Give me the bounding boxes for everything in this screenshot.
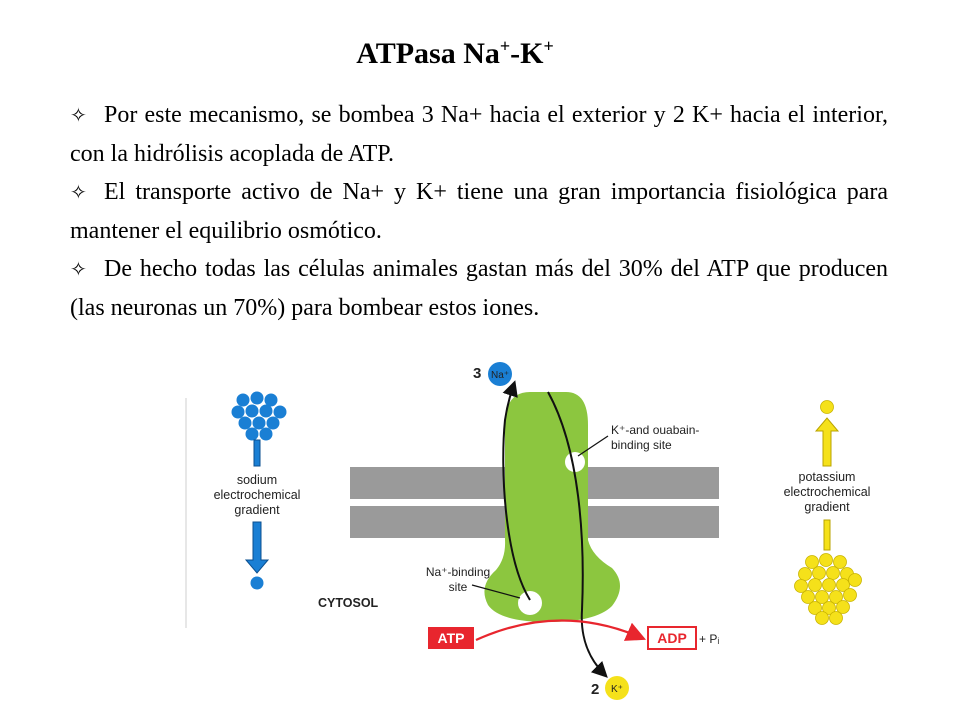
sodium-arrow-shaft-top [253,439,261,467]
na-k-pump-protein [484,392,620,622]
cytosol-label: CYTOSOL [318,596,379,610]
k-transport-arrow [547,391,608,678]
k-binding-pocket [565,452,585,472]
adp-label: ADP [657,630,687,646]
k-site-leader [577,435,609,457]
potassium-arrow-up-icon [814,417,840,467]
potassium-cluster-icon [794,553,862,625]
k-site-label-1: K⁺-and ouabain- [611,423,699,437]
na-binding-pocket [518,591,542,615]
adp-badge [647,626,697,650]
na-ion-icon [488,362,512,386]
potassium-gradient-panel: potassium electrochemical gradient [784,400,871,625]
potassium-label-1: potassium [799,470,856,484]
na-count: 3 [473,365,481,382]
na-site-label-1: Na⁺-binding [426,565,490,579]
na-site-leader [471,584,521,599]
k-site-label-2: binding site [611,438,672,452]
sodium-ion-dot [250,576,264,590]
sodium-gradient-panel: sodium electrochemical gradient [214,391,301,590]
star-bullet-icon: ✧ [70,103,87,127]
potassium-ion-dot [820,400,834,414]
atp-label: ATP [438,630,465,646]
sodium-label-2: electrochemical [214,488,301,502]
k-count: 2 [591,681,599,698]
star-bullet-icon: ✧ [70,180,87,204]
na-site-label-2: site [449,580,468,594]
potassium-label-2: electrochemical [784,485,871,499]
star-bullet-icon: ✧ [70,257,87,281]
pi-label: + Pᵢ [699,632,719,646]
slide-title: ATPasa Na+-K+ [356,36,554,70]
na-ion-label: Na⁺ [491,370,509,381]
sodium-label-1: sodium [237,473,277,487]
atp-badge [428,627,474,649]
potassium-arrow-shaft-bottom [823,519,831,551]
k-ion-label: K⁺ [611,684,623,695]
bullet-item-1: ✧Por este mecanismo, se bombea 3 Na+ hac… [70,96,888,173]
sodium-arrow-down-icon [244,521,270,574]
sodium-label-3: gradient [234,503,280,517]
bullet-item-3: ✧De hecho todas las células animales gas… [70,250,888,327]
sodium-cluster-icon [231,391,287,441]
potassium-label-3: gradient [804,500,850,514]
na-transport-arrow [502,380,531,601]
atp-hydrolysis-arrow [475,619,647,642]
cell-membrane [350,467,719,538]
k-ion-icon [605,676,629,700]
bullet-item-2: ✧El transporte activo de Na+ y K+ tiene … [70,173,888,250]
bullet-list: ✧Por este mecanismo, se bombea 3 Na+ hac… [70,96,888,327]
